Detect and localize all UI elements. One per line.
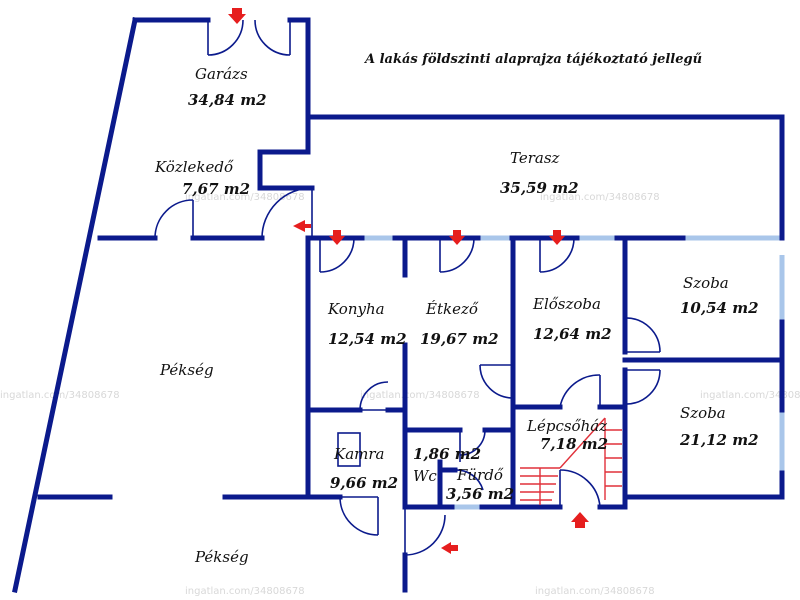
watermark: ingatlan.com/34808678	[360, 390, 480, 401]
room-szoba1-area: 10,54 m2	[680, 299, 759, 317]
room-lepcsohaz-area: 7,18 m2	[540, 435, 608, 453]
watermarks: ingatlan.com/34808678 ingatlan.com/34808…	[0, 192, 800, 597]
plan-title: A lakás földszinti alaprajza tájékoztató…	[363, 52, 702, 67]
room-szoba2-area: 21,12 m2	[679, 431, 759, 449]
room-konyha-area: 12,54 m2	[328, 330, 407, 348]
watermark: ingatlan.com/34808678	[700, 390, 800, 401]
room-terasz-name: Terasz	[510, 149, 560, 167]
walls	[12, 17, 785, 593]
room-eloszoba-name: Előszoba	[532, 295, 601, 313]
room-lepcsohaz-name: Lépcsőház	[526, 417, 607, 435]
room-kamra-name: Kamra	[333, 445, 385, 463]
room-furdo-area: 3,56 m2	[446, 485, 514, 503]
entry-arrow-icon	[571, 512, 589, 528]
doors	[154, 19, 661, 556]
room-etkezo-name: Étkező	[425, 300, 479, 318]
room-szoba1-name: Szoba	[683, 274, 729, 292]
entry-arrow-icon	[293, 220, 311, 232]
room-pekseg-lower-name: Pékség	[194, 548, 249, 566]
entry-arrow-icon	[441, 542, 458, 554]
kamra-cabinet	[337, 432, 361, 467]
room-furdo-name: Fürdő	[456, 466, 504, 484]
windows	[362, 235, 785, 510]
entry-arrow-icon	[329, 230, 345, 245]
room-kamra-area: 9,66 m2	[330, 474, 398, 492]
entry-arrows	[228, 8, 589, 554]
watermark: ingatlan.com/34808678	[0, 390, 120, 401]
room-etkezo-area: 19,67 m2	[420, 330, 499, 348]
room-kozlekedo-name: Közlekedő	[154, 158, 234, 176]
room-garazs-area: 34,84 m2	[188, 91, 267, 109]
room-pekseg-name: Pékség	[159, 361, 214, 379]
watermark: ingatlan.com/34808678	[540, 192, 660, 203]
watermark: ingatlan.com/34808678	[185, 192, 305, 203]
entry-arrow-icon	[549, 230, 565, 245]
room-eloszoba-area: 12,64 m2	[533, 325, 612, 343]
watermark: ingatlan.com/34808678	[535, 586, 655, 597]
stairs	[520, 417, 622, 505]
room-szoba2-name: Szoba	[680, 404, 726, 422]
watermark: ingatlan.com/34808678	[185, 586, 305, 597]
room-wc-area: 1,86 m2	[413, 445, 481, 463]
entry-arrow-icon	[228, 8, 246, 24]
room-labels: Garázs 34,84 m2 Közlekedő 7,67 m2 Terasz…	[154, 65, 759, 566]
room-wc-name: Wc	[413, 467, 437, 485]
entry-arrow-icon	[449, 230, 465, 245]
room-garazs-name: Garázs	[195, 65, 248, 83]
room-konyha-name: Konyha	[327, 300, 385, 318]
room-kozlekedo-area: 7,67 m2	[182, 180, 250, 198]
room-terasz-area: 35,59 m2	[500, 179, 579, 197]
